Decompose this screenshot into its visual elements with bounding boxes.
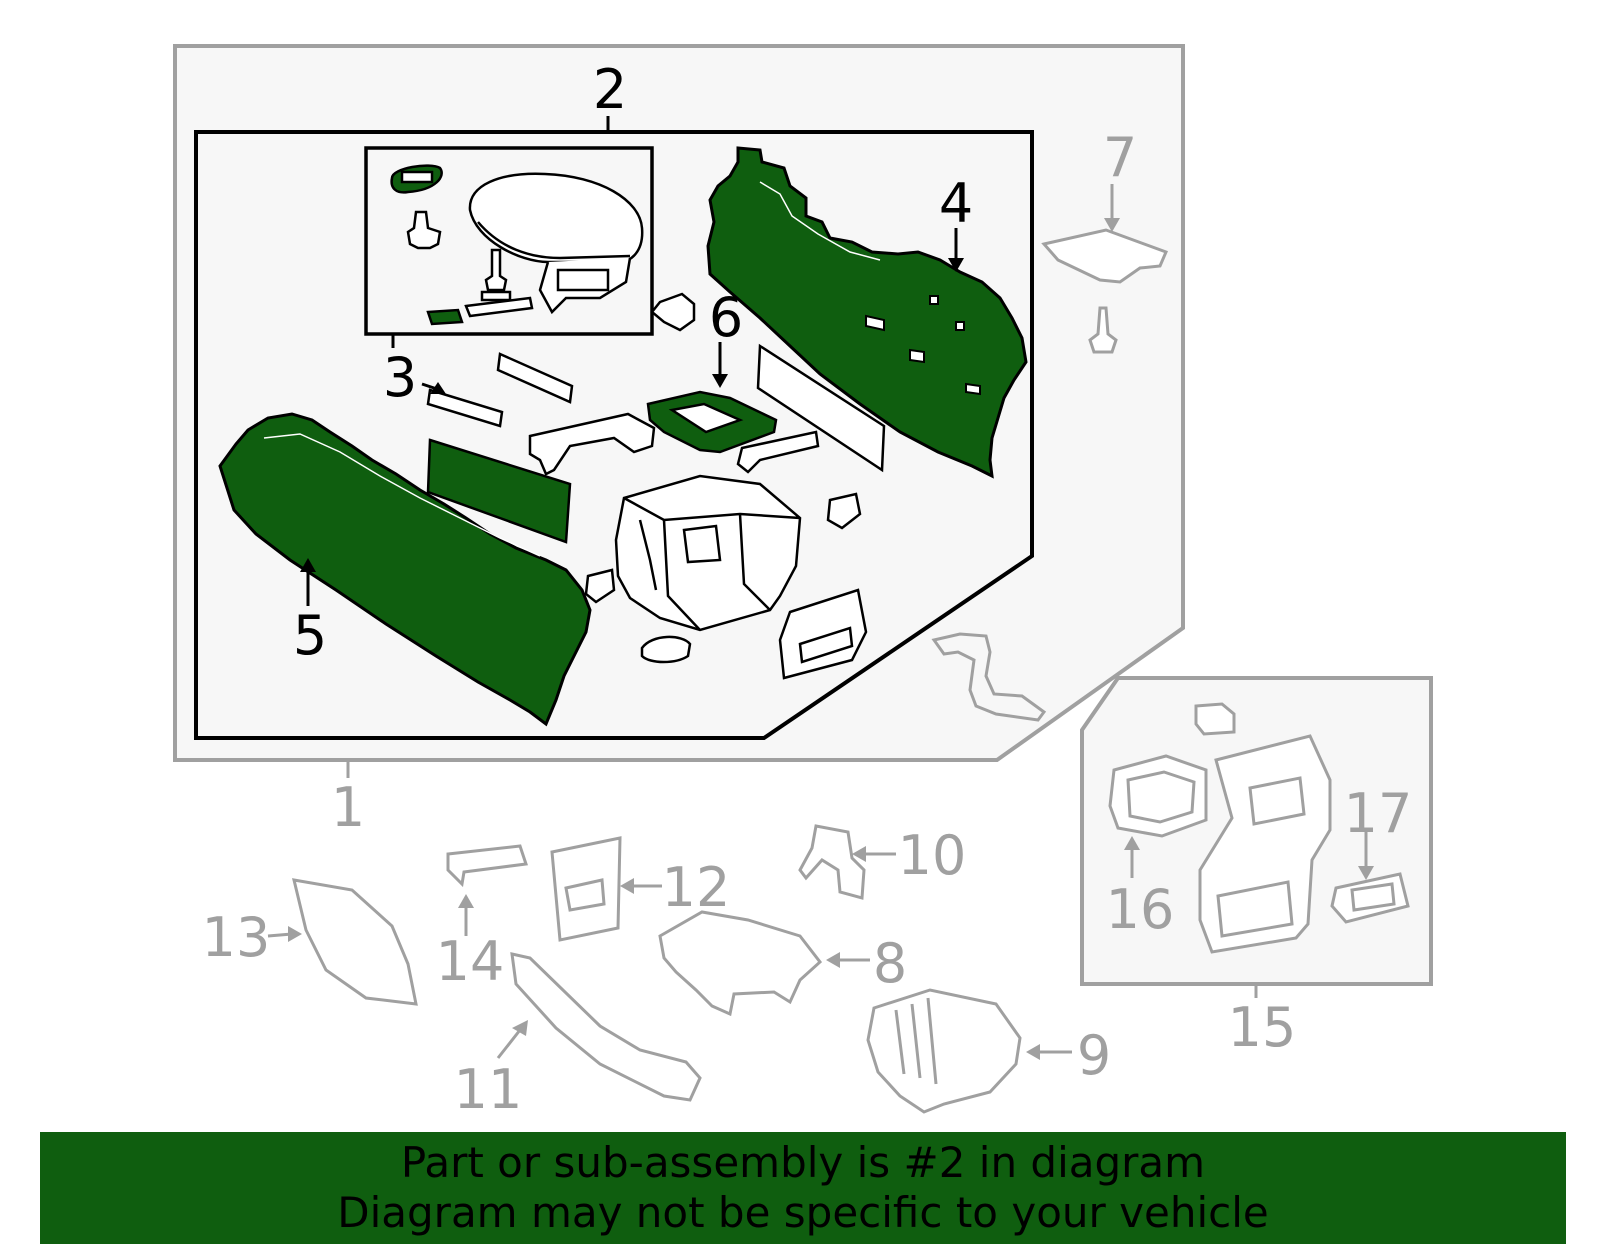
cup-holder-tray-part[interactable]: [646, 390, 778, 454]
left-console-panel-part[interactable]: [218, 412, 592, 727]
callout-16[interactable]: 16: [1106, 878, 1175, 941]
arrows: [267, 184, 1374, 1060]
callout-2[interactable]: 2: [593, 58, 627, 121]
callout-7[interactable]: 7: [1103, 126, 1137, 189]
inner-small-parts: [426, 292, 886, 680]
callout-1[interactable]: 1: [331, 776, 365, 839]
callout-11[interactable]: 11: [454, 1058, 523, 1121]
banner-line-2: Diagram may not be specific to your vehi…: [337, 1188, 1269, 1237]
callout-12[interactable]: 12: [662, 856, 731, 919]
callout-4[interactable]: 4: [939, 172, 973, 235]
callout-5[interactable]: 5: [293, 604, 327, 667]
callout-6[interactable]: 6: [709, 286, 743, 349]
callout-17[interactable]: 17: [1344, 782, 1413, 845]
armrest-hardware: [390, 164, 534, 326]
callout-10[interactable]: 10: [898, 824, 967, 887]
callout-labels: 2 3 4 5 6 1 7 10 12 13 14 8 9 11 15 16 1…: [202, 58, 1413, 1121]
gray-parts: [292, 228, 1410, 1114]
callout-13[interactable]: 13: [202, 906, 271, 969]
callout-15[interactable]: 15: [1228, 996, 1297, 1059]
banner-line-1: Part or sub-assembly is #2 in diagram: [400, 1138, 1206, 1187]
armrest-lid-part[interactable]: [468, 172, 644, 315]
console-box-part[interactable]: [614, 474, 802, 632]
info-banner: Part or sub-assembly is #2 in diagram Di…: [40, 1132, 1566, 1244]
callout-8[interactable]: 8: [873, 932, 907, 995]
callout-3[interactable]: 3: [383, 346, 417, 409]
right-console-panel-part[interactable]: [706, 146, 1028, 479]
leader-lines: [346, 116, 1258, 998]
callout-14[interactable]: 14: [436, 930, 505, 993]
callout-9[interactable]: 9: [1077, 1024, 1111, 1087]
